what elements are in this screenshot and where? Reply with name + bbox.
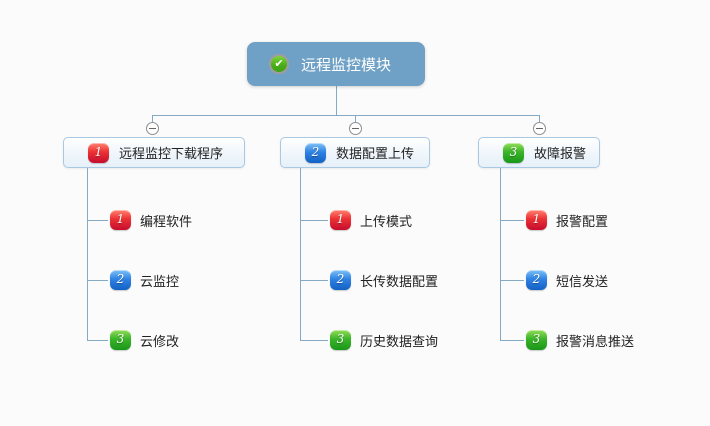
num-3-icon: 3: [503, 142, 524, 163]
connector: [500, 220, 524, 221]
branch-node-2[interactable]: 2 数据配置上传: [280, 137, 430, 168]
connector: [300, 280, 328, 281]
leaf-label: 历史数据查询: [360, 334, 439, 350]
leaf-label: 报警配置: [556, 214, 609, 230]
num-2-icon: 2: [526, 270, 547, 290]
num-2-icon: 2: [330, 270, 351, 290]
connector: [300, 220, 328, 221]
num-2-icon: 2: [305, 142, 326, 163]
connector: [500, 280, 524, 281]
connector: [152, 115, 153, 122]
connector: [500, 168, 501, 341]
leaf-item-3-2[interactable]: 2 短信发送: [526, 269, 608, 291]
num-3-icon: 3: [526, 330, 547, 350]
num-3-icon: 3: [330, 330, 351, 350]
leaf-label: 长传数据配置: [360, 274, 439, 290]
leaf-item-1-3[interactable]: 3 云修改: [110, 329, 179, 351]
connector: [539, 115, 540, 122]
leaf-label: 上传模式: [360, 214, 413, 230]
connector: [87, 220, 108, 221]
branch-node-label: 远程监控下载程序: [119, 147, 224, 162]
leaf-label: 编程软件: [140, 214, 193, 230]
num-2-icon: 2: [110, 270, 131, 290]
num-1-icon: 1: [88, 142, 109, 163]
leaf-item-2-3[interactable]: 3 历史数据查询: [330, 329, 438, 351]
connector: [300, 340, 328, 341]
leaf-item-2-1[interactable]: 1 上传模式: [330, 209, 412, 231]
branch-node-label: 数据配置上传: [336, 147, 415, 162]
leaf-item-3-1[interactable]: 1 报警配置: [526, 209, 608, 231]
num-1-icon: 1: [110, 210, 131, 230]
leaf-item-2-2[interactable]: 2 长传数据配置: [330, 269, 438, 291]
connector: [152, 115, 540, 116]
branch-node-1[interactable]: 1 远程监控下载程序: [63, 137, 245, 168]
leaf-item-1-2[interactable]: 2 云监控: [110, 269, 179, 291]
branch-node-label: 故障报警: [534, 147, 587, 162]
collapse-icon[interactable]: [349, 122, 362, 135]
collapse-icon[interactable]: [533, 122, 546, 135]
num-3-icon: 3: [110, 330, 131, 350]
connector: [87, 340, 108, 341]
connector: [500, 340, 524, 341]
connector: [300, 168, 301, 341]
collapse-icon[interactable]: [146, 122, 159, 135]
leaf-label: 短信发送: [556, 274, 609, 290]
root-node[interactable]: 远程监控模块: [247, 42, 425, 86]
num-1-icon: 1: [526, 210, 547, 230]
leaf-label: 报警消息推送: [556, 334, 635, 350]
leaf-item-1-1[interactable]: 1 编程软件: [110, 209, 192, 231]
check-icon: [269, 54, 289, 74]
connector: [87, 168, 88, 341]
leaf-label: 云修改: [140, 334, 180, 350]
connector: [336, 86, 337, 115]
leaf-label: 云监控: [140, 274, 180, 290]
num-1-icon: 1: [330, 210, 351, 230]
root-node-label: 远程监控模块: [301, 55, 392, 74]
connector: [87, 280, 108, 281]
branch-node-3[interactable]: 3 故障报警: [478, 137, 600, 168]
leaf-item-3-3[interactable]: 3 报警消息推送: [526, 329, 634, 351]
connector: [355, 115, 356, 122]
